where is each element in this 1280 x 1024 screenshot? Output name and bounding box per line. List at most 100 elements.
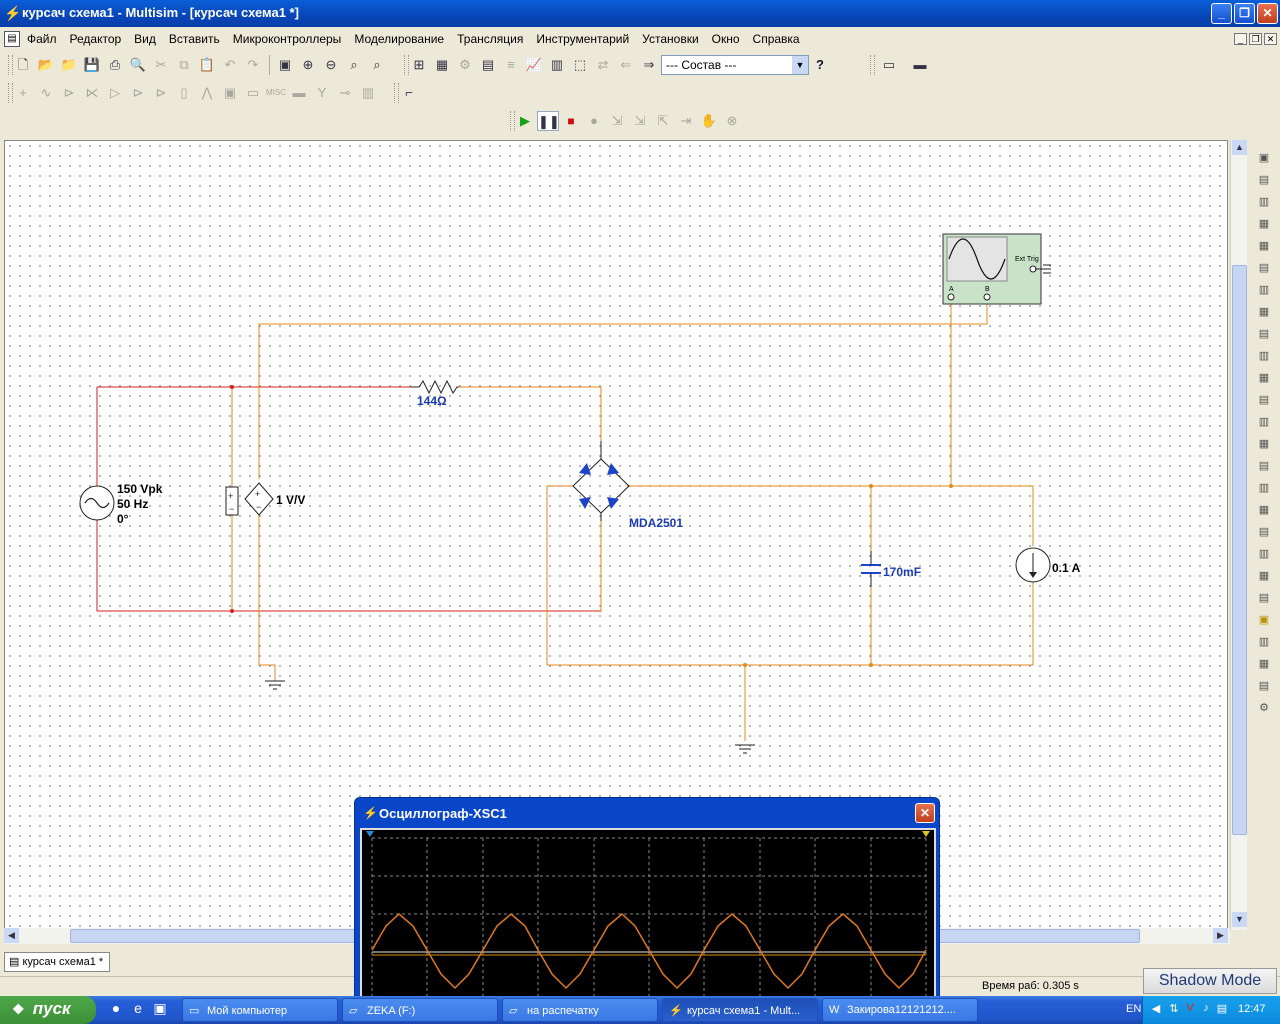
stop-simulation-icon[interactable]: ■ xyxy=(567,114,575,128)
remove-breakpoints-icon[interactable]: ⊗ xyxy=(726,113,738,128)
iv-analyzer-icon[interactable]: ▦ xyxy=(1258,372,1270,384)
oscilloscope-icon[interactable]: ▦ xyxy=(1258,218,1270,230)
mdi-restore-button[interactable]: ❐ xyxy=(1249,33,1262,45)
spreadsheet-icon[interactable]: ▦ xyxy=(435,57,449,72)
run-to-cursor-icon[interactable]: ⇥ xyxy=(680,113,692,128)
tray-expand-icon[interactable]: ◀ xyxy=(1151,1003,1161,1015)
maximize-button[interactable]: ❐ xyxy=(1234,3,1255,24)
ttl-icon[interactable]: ⊳ xyxy=(132,85,144,100)
backannotate-icon[interactable]: ⇄ xyxy=(597,57,609,72)
tektronix-scope-icon[interactable]: ▤ xyxy=(1258,526,1270,538)
vertical-scrollbar[interactable]: ▲ ▼ xyxy=(1230,140,1247,930)
help-button[interactable]: ? xyxy=(816,57,824,72)
zoom-fit-icon[interactable]: ⌕ xyxy=(373,57,381,72)
zoom-in-icon[interactable]: ⊕ xyxy=(302,57,314,72)
spectrum-analyzer-icon[interactable]: ▥ xyxy=(1258,416,1270,428)
dc-current-source[interactable] xyxy=(1015,547,1051,583)
run-simulation-icon[interactable]: ▶ xyxy=(520,113,530,128)
forward-annotate-icon[interactable]: ⇐ xyxy=(620,57,632,72)
rf-icon[interactable]: Y xyxy=(317,85,327,100)
copy-icon[interactable]: ⧉ xyxy=(179,57,189,72)
ground-symbol[interactable] xyxy=(265,680,285,690)
analog-icon[interactable]: ▷ xyxy=(110,85,120,100)
vcvs-component[interactable]: + − + − xyxy=(225,482,274,516)
cmos-icon[interactable]: ⊳ xyxy=(155,85,167,100)
breadboard-icon[interactable]: ▭ xyxy=(882,57,896,72)
frequency-counter-icon[interactable]: ▥ xyxy=(1258,284,1270,296)
menu-options[interactable]: Установки xyxy=(642,32,699,46)
task-my-computer[interactable]: ▭Мой компьютер xyxy=(182,998,338,1022)
component-wizard-icon[interactable]: ▤ xyxy=(481,57,495,72)
capacitor-component[interactable] xyxy=(861,551,881,587)
basic-icon[interactable]: ∿ xyxy=(40,85,52,100)
menu-file[interactable]: Файл xyxy=(27,32,57,46)
indicator-icon[interactable]: ▣ xyxy=(223,85,237,100)
electromechanical-icon[interactable]: ⊸ xyxy=(339,85,351,100)
multimeter-icon[interactable]: ▣ xyxy=(1258,152,1270,164)
voltage-probe-icon[interactable]: ▣ xyxy=(1258,614,1270,626)
document-icon[interactable]: ▤ xyxy=(4,31,20,47)
in-use-list-combo[interactable]: --- Состав --- ▼ xyxy=(661,55,809,75)
ac-voltage-source[interactable] xyxy=(79,485,115,521)
peripheral-icon[interactable]: ▬ xyxy=(292,85,306,100)
document-tab[interactable]: ▤ курсач схема1 * xyxy=(4,952,111,972)
show-desktop-icon[interactable]: ▣ xyxy=(153,1000,167,1016)
logic-converter-icon[interactable]: ▥ xyxy=(1258,350,1270,362)
firefox-icon[interactable]: ● xyxy=(111,1000,121,1016)
shadow-mode-button[interactable]: Shadow Mode xyxy=(1143,968,1277,994)
menu-tools[interactable]: Инструментарий xyxy=(536,32,630,46)
task-zeka-drive[interactable]: ▱ZEKA (F:) xyxy=(342,998,498,1022)
menu-help[interactable]: Справка xyxy=(752,32,800,46)
paste-icon[interactable]: 📋 xyxy=(198,57,216,72)
scroll-left-icon[interactable]: ◀ xyxy=(4,928,19,943)
misc-instrument-icon[interactable]: ▤ xyxy=(1258,680,1270,692)
open-folder-icon[interactable]: 📂 xyxy=(37,57,55,72)
menu-simulate[interactable]: Моделирование xyxy=(354,32,445,46)
probe-settings-icon[interactable]: ▦ xyxy=(1258,658,1270,670)
agilent-scope-icon[interactable]: ▦ xyxy=(1258,504,1270,516)
full-screen-icon[interactable]: ▣ xyxy=(278,57,292,72)
vertical-scroll-thumb[interactable] xyxy=(1232,265,1247,835)
network-icon[interactable]: ⇅ xyxy=(1169,1003,1179,1015)
distortion-analyzer-icon[interactable]: ▤ xyxy=(1258,394,1270,406)
step-over-icon[interactable]: ⇲ xyxy=(634,113,646,128)
scope-close-button[interactable]: ✕ xyxy=(915,803,935,823)
labview-icon[interactable]: ▦ xyxy=(1258,570,1270,582)
menu-window[interactable]: Окно xyxy=(711,32,740,46)
undo-icon[interactable]: ↶ xyxy=(224,57,236,72)
capture-area-icon[interactable]: ⬚ xyxy=(573,57,587,72)
measurement-probe-icon[interactable]: ▥ xyxy=(1258,548,1270,560)
transfer-icon[interactable]: ⇒ xyxy=(643,57,655,72)
scroll-down-icon[interactable]: ▼ xyxy=(1232,912,1247,927)
step-out-icon[interactable]: ⇱ xyxy=(657,113,669,128)
minimize-button[interactable]: _ xyxy=(1211,3,1232,24)
current-probe-icon[interactable]: ▤ xyxy=(1258,592,1270,604)
mdi-close-button[interactable]: ✕ xyxy=(1264,33,1277,45)
electrical-rules-icon[interactable]: ▥ xyxy=(550,57,564,72)
print-preview-icon[interactable]: 🔍 xyxy=(129,57,147,72)
zoom-out-icon[interactable]: ⊖ xyxy=(325,57,337,72)
resistor-component[interactable] xyxy=(411,379,459,395)
transistor-icon[interactable]: ⋉ xyxy=(85,85,99,100)
source-icon[interactable]: + xyxy=(19,85,27,100)
function-generator-icon[interactable]: ▤ xyxy=(1258,174,1270,186)
wattmeter-icon[interactable]: ▥ xyxy=(1258,196,1270,208)
cut-icon[interactable]: ✂ xyxy=(155,57,167,72)
print-icon[interactable]: ⎙ xyxy=(109,57,121,72)
probe-icon[interactable]: ▥ xyxy=(1258,636,1270,648)
bode-plotter-icon[interactable]: ▤ xyxy=(1258,262,1270,274)
menu-view[interactable]: Вид xyxy=(134,32,156,46)
menu-mcu[interactable]: Микроконтроллеры xyxy=(232,32,342,46)
pause-simulation-icon[interactable]: ❚❚ xyxy=(537,111,560,131)
grapher-icon[interactable]: 📈 xyxy=(525,57,543,72)
mcu-icon[interactable]: ▥ xyxy=(361,85,375,100)
menu-insert[interactable]: Вставить xyxy=(168,32,220,46)
chevron-down-icon[interactable]: ▼ xyxy=(792,56,808,74)
agilent-generator-icon[interactable]: ▤ xyxy=(1258,460,1270,472)
ground-symbol[interactable] xyxy=(735,744,755,754)
zoom-area-icon[interactable]: ⌕ xyxy=(350,57,358,72)
tray-app-icon[interactable]: ▤ xyxy=(1216,1003,1228,1015)
misc-digital-icon[interactable]: ▯ xyxy=(180,85,188,100)
database-icon[interactable]: ⚙ xyxy=(459,57,471,72)
